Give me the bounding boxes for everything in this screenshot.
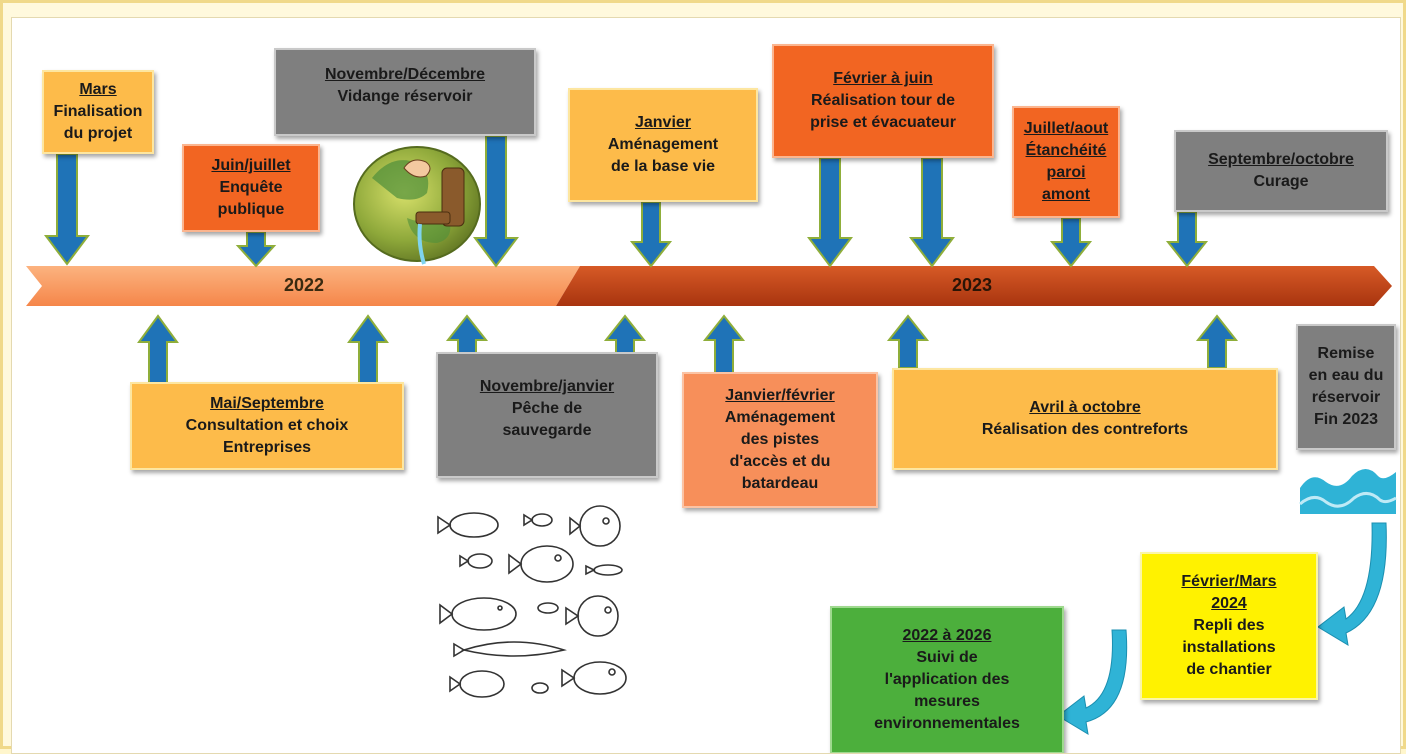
box-avril-oct-line: Réalisation des contreforts xyxy=(981,421,1189,438)
box-juin-juillet-line: publique xyxy=(217,201,285,218)
box-janv-fev-line: Aménagement xyxy=(724,409,836,426)
box-nov-dec-line: Vidange réservoir xyxy=(337,88,473,105)
timeline-band-2022 xyxy=(26,266,580,306)
earth-faucet-illustration xyxy=(353,146,481,265)
timeline-band-2023 xyxy=(556,266,1392,306)
box-nov-dec-title: Novembre/Décembre xyxy=(324,66,486,83)
fish-sketch-illustration xyxy=(437,505,627,698)
arrow-down-fevrier-1 xyxy=(807,157,853,268)
box-juin-juillet-title: Juin/juillet xyxy=(211,157,291,174)
box-mars-line: Finalisation xyxy=(53,103,143,120)
box-fevrier-juin-line: prise et évacuateur xyxy=(810,114,956,131)
box-nov-janv-line: sauvegarde xyxy=(502,422,592,439)
box-fev-mars-line: de chantier xyxy=(1186,661,1272,678)
arrow-down-janvier xyxy=(629,201,673,268)
box-avril-oct-title: Avril à octobre xyxy=(1029,399,1141,416)
arrow-down-sept xyxy=(1165,211,1209,268)
arrow-up-avril-1 xyxy=(886,314,930,369)
box-novembre-janvier: Novembre/janvier Pêche de sauvegarde xyxy=(436,352,658,478)
box-suivi-line: environnementales xyxy=(874,715,1020,732)
down-arrows xyxy=(44,135,1209,268)
diagram-graphics xyxy=(26,135,1397,735)
box-suivi-2022-2026: 2022 à 2026 Suivi de l'application des m… xyxy=(830,606,1064,753)
box-janvier-fevrier: Janvier/février Aménagement des pistes d… xyxy=(682,372,878,508)
curved-arrows xyxy=(1057,522,1387,735)
box-juin-juillet: Juin/juillet Enquête publique xyxy=(182,144,320,232)
box-remise-en-eau: Remise en eau du réservoir Fin 2023 xyxy=(1296,324,1396,450)
curved-arrow-fevmars-to-suivi xyxy=(1057,629,1128,735)
water-wave-illustration xyxy=(1299,469,1397,514)
box-remise-line: Fin 2023 xyxy=(1313,411,1379,428)
box-sept-oct-line: Curage xyxy=(1253,173,1309,190)
box-janvier-line: de la base vie xyxy=(610,158,716,175)
arrow-down-juillet xyxy=(1049,217,1093,268)
box-remise-line: réservoir xyxy=(1311,389,1381,406)
box-fev-mars-title: Février/Mars xyxy=(1181,573,1277,590)
box-fevrier-juin: Février à juin Réalisation tour de prise… xyxy=(772,44,994,158)
box-juillet-aout-title: paroi xyxy=(1046,164,1086,181)
box-mai-sept-line: Consultation et choix xyxy=(185,417,349,434)
box-janvier-line: Aménagement xyxy=(607,136,719,153)
box-fevrier-mars-2024: Février/Mars 2024 Repli des installation… xyxy=(1140,552,1318,700)
arrow-down-novdec xyxy=(473,135,519,268)
box-remise-line: en eau du xyxy=(1308,367,1384,384)
box-suivi-line: mesures xyxy=(914,693,980,710)
arrow-up-avril-2 xyxy=(1195,314,1239,369)
timeline-diagram: 2022 2023 Mars Finalisation du projet Ju… xyxy=(11,17,1401,754)
arrow-up-mai-1 xyxy=(137,314,179,385)
box-mars-line: du projet xyxy=(63,125,133,142)
box-janv-fev-title: Janvier/février xyxy=(725,387,835,404)
box-mai-sept-line: Entreprises xyxy=(222,439,312,456)
arrow-up-novjanv-2 xyxy=(603,314,647,355)
arrow-up-novjanv-1 xyxy=(445,314,489,355)
box-janvier-title: Janvier xyxy=(634,114,692,131)
arrow-down-fevrier-2 xyxy=(909,157,955,268)
box-janv-fev-line: des pistes xyxy=(740,431,820,448)
arrow-down-juin xyxy=(235,231,277,268)
box-fev-mars-line: Repli des xyxy=(1193,617,1265,634)
box-nov-janv-line: Pêche de xyxy=(511,400,583,417)
box-fevrier-juin-title: Février à juin xyxy=(833,70,933,87)
arrow-up-janvfev xyxy=(702,314,746,375)
box-avril-octobre: Avril à octobre Réalisation des contrefo… xyxy=(892,368,1278,470)
box-juillet-aout-title: Juillet/aout xyxy=(1023,120,1109,137)
box-suivi-line: Suivi de xyxy=(916,649,978,666)
box-fev-mars-title: 2024 xyxy=(1211,595,1247,612)
box-remise-line: Remise xyxy=(1317,345,1375,362)
box-juillet-aout-title: amont xyxy=(1042,186,1090,203)
box-janv-fev-line: d'accès et du xyxy=(729,453,831,470)
arrow-down-mars xyxy=(44,153,90,266)
box-mai-sept-title: Mai/Septembre xyxy=(210,395,324,412)
up-arrows xyxy=(137,314,1239,385)
year-2023-label: 2023 xyxy=(952,275,993,295)
box-juillet-aout-title: Étanchéité xyxy=(1025,142,1107,159)
box-suivi-title: 2022 à 2026 xyxy=(902,627,992,644)
box-septembre-octobre: Septembre/octobre Curage xyxy=(1174,130,1388,212)
box-nov-janv-title: Novembre/janvier xyxy=(479,378,615,395)
year-2022-label: 2022 xyxy=(284,275,325,295)
arrow-up-mai-2 xyxy=(347,314,389,385)
box-mars-title: Mars xyxy=(79,81,117,98)
box-fevrier-juin-line: Réalisation tour de xyxy=(810,92,956,109)
box-juin-juillet-line: Enquête xyxy=(219,179,283,196)
box-mai-septembre: Mai/Septembre Consultation et choix Entr… xyxy=(130,382,404,470)
box-sept-oct-title: Septembre/octobre xyxy=(1208,151,1354,168)
box-janv-fev-line: batardeau xyxy=(741,475,819,492)
box-fev-mars-line: installations xyxy=(1182,639,1276,656)
curved-arrow-water-to-fevmars xyxy=(1317,522,1387,646)
box-mars: Mars Finalisation du projet xyxy=(42,70,154,154)
box-janvier: Janvier Aménagement de la base vie xyxy=(568,88,758,202)
box-suivi-line: l'application des xyxy=(884,671,1010,688)
box-novembre-decembre: Novembre/Décembre Vidange réservoir xyxy=(274,48,536,136)
box-juillet-aout: Juillet/aout Étanchéité paroi amont xyxy=(1012,106,1120,218)
